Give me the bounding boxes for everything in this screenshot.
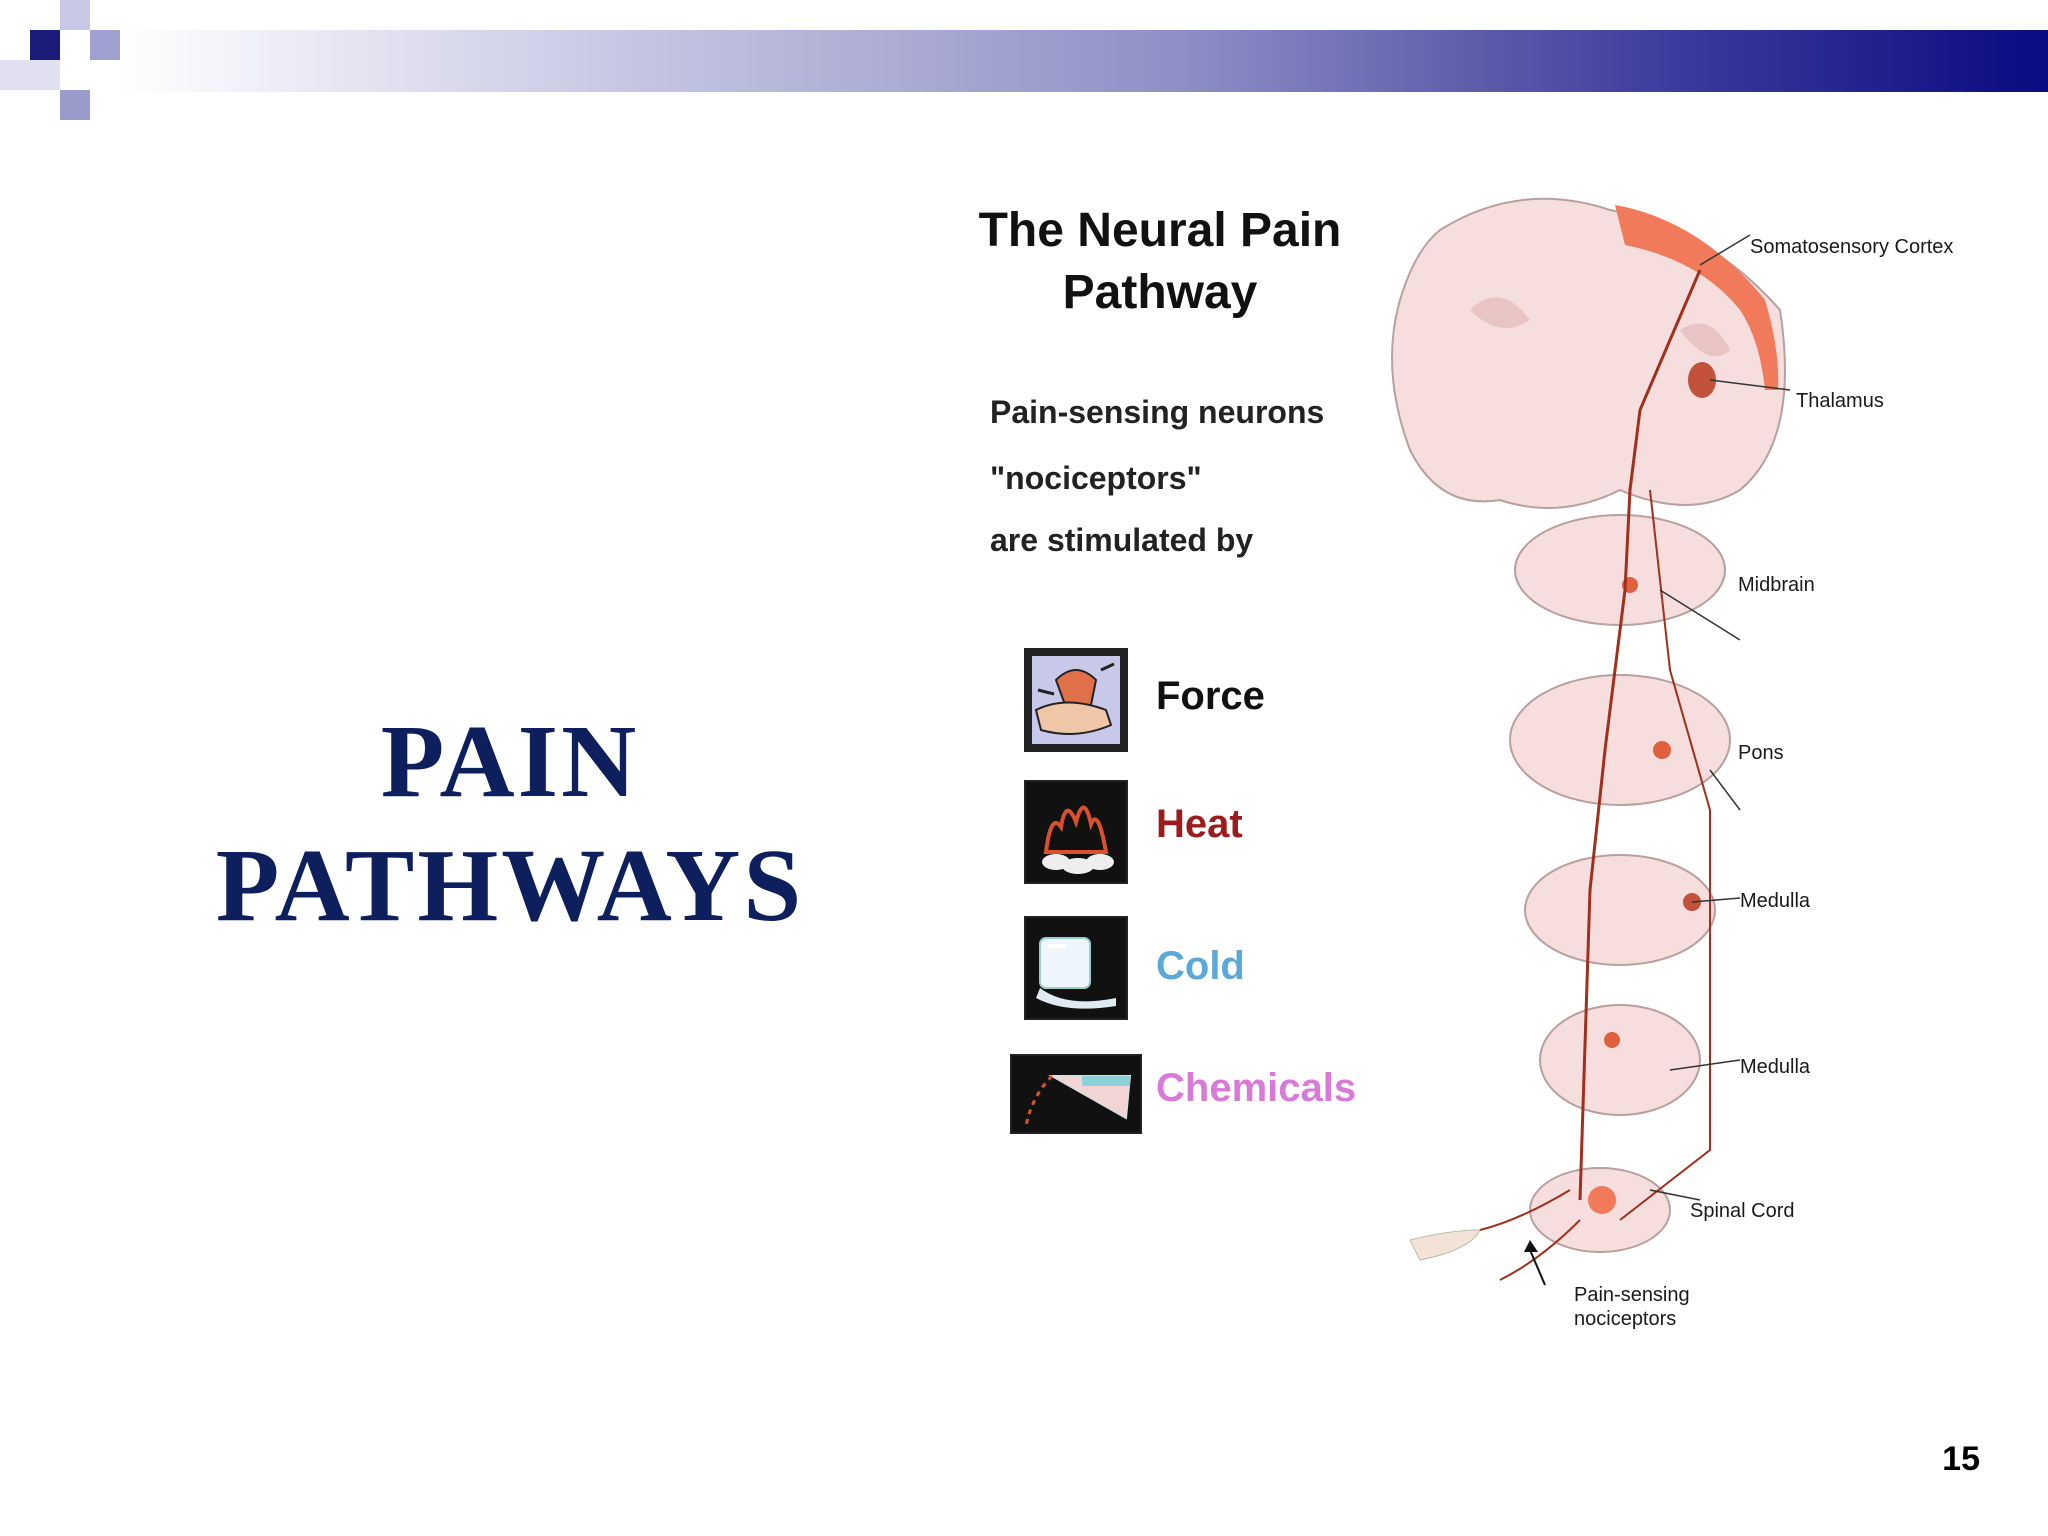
intro-line-1: Pain-sensing neurons (990, 394, 1325, 430)
label-pons: Pons (1738, 742, 1784, 764)
heat-icon (1024, 780, 1128, 884)
title-line-1: PAIN (380, 704, 640, 819)
thalamus-highlight (1688, 362, 1716, 398)
header-square-pale (0, 60, 60, 90)
force-icon (1024, 648, 1128, 752)
midbrain-section (1514, 514, 1726, 626)
page-number: 15 (1942, 1440, 1980, 1478)
label-somatosensory-cortex: Somatosensory Cortex (1750, 236, 1954, 258)
intro-line-3: are stimulated by (990, 522, 1254, 558)
header-gradient-band (120, 30, 2048, 92)
cortex-highlight (1615, 205, 1779, 390)
ascending-pathway (1578, 269, 1702, 1201)
figure-title: The Neural Pain Pathway (960, 200, 1360, 324)
figure-title-line-2: Pathway (1062, 266, 1258, 319)
stimulus-label-chemicals: Chemicals (1156, 1066, 1357, 1110)
label-nociceptors-line-1: Pain-sensing (1574, 1284, 1690, 1306)
label-midbrain: Midbrain (1738, 574, 1815, 596)
label-thalamus: Thalamus (1796, 390, 1884, 412)
label-spinal-cord: Spinal Cord (1690, 1200, 1795, 1222)
label-nociceptors-line-2: nociceptors (1574, 1308, 1677, 1330)
title-line-2: PATHWAYS (215, 828, 805, 943)
label-medulla-upper: Medulla (1740, 890, 1811, 912)
chemicals-icon (1010, 1054, 1142, 1134)
header-square-dark (30, 30, 60, 60)
stimulus-label-force: Force (1156, 674, 1265, 718)
stimulus-label-heat: Heat (1156, 802, 1243, 846)
header-square-light (60, 0, 90, 30)
pain-pathway-diagram (1391, 197, 1791, 1286)
header-square-lower (60, 90, 90, 120)
hand-sketch (1409, 1229, 1481, 1261)
label-medulla-lower: Medulla (1740, 1056, 1811, 1078)
medulla-upper-section (1524, 854, 1716, 966)
stimulus-label-cold: Cold (1156, 944, 1245, 988)
intro-line-2: "nociceptors" (990, 460, 1202, 496)
figure-title-line-1: The Neural Pain (978, 204, 1342, 257)
cold-icon (1024, 916, 1128, 1020)
header-square-mid (90, 30, 120, 60)
brain-section (1391, 197, 1786, 509)
medulla-lower-section (1539, 1004, 1701, 1116)
pons-section (1509, 674, 1731, 806)
page-title: PAIN PATHWAYS (150, 700, 870, 948)
